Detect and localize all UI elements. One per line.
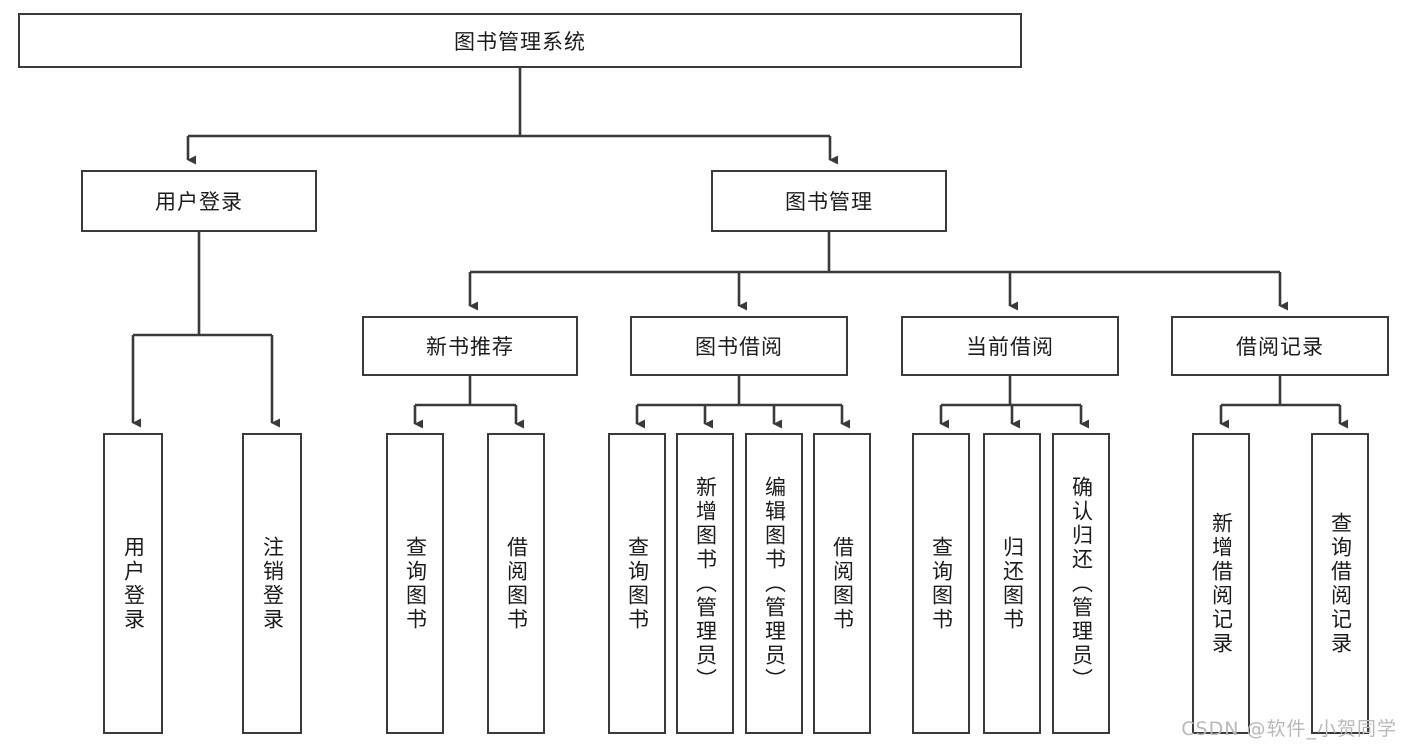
node-leaf-query-borrow-record[interactable]: 查询借阅记录: [1311, 433, 1369, 734]
node-leaf-query-book-3[interactable]: 查询图书: [912, 433, 970, 734]
node-new-book-recommend[interactable]: 新书推荐: [362, 316, 578, 376]
node-leaf-borrow-book-1[interactable]: 借阅图书: [487, 433, 545, 734]
node-leaf-add-borrow-record-label: 新增借阅记录: [1209, 511, 1234, 656]
node-new-book-recommend-label: 新书推荐: [426, 335, 514, 359]
node-leaf-logout[interactable]: 注销登录: [242, 433, 302, 734]
node-leaf-user-login[interactable]: 用户登录: [103, 433, 163, 734]
node-borrow-record[interactable]: 借阅记录: [1171, 316, 1389, 376]
node-leaf-logout-label: 注销登录: [260, 535, 285, 632]
node-leaf-confirm-return-admin-label: 确认归还（管理员）: [1069, 475, 1094, 692]
node-user-login-label: 用户登录: [155, 190, 243, 214]
node-leaf-add-borrow-record[interactable]: 新增借阅记录: [1192, 433, 1250, 734]
node-root-label: 图书管理系统: [454, 29, 586, 54]
node-leaf-edit-book-admin[interactable]: 编辑图书（管理员）: [745, 433, 803, 734]
node-book-manage[interactable]: 图书管理: [711, 170, 947, 232]
node-book-borrow-label: 图书借阅: [695, 335, 783, 359]
node-leaf-return-book[interactable]: 归还图书: [983, 433, 1041, 734]
node-leaf-user-login-label: 用户登录: [121, 535, 146, 632]
node-book-manage-label: 图书管理: [785, 190, 873, 214]
node-current-borrow-label: 当前借阅: [966, 335, 1054, 359]
node-leaf-return-book-label: 归还图书: [1000, 535, 1025, 632]
node-leaf-confirm-return-admin[interactable]: 确认归还（管理员）: [1052, 433, 1110, 734]
node-leaf-query-book-1[interactable]: 查询图书: [386, 433, 444, 734]
node-leaf-query-book-2[interactable]: 查询图书: [608, 433, 666, 734]
node-leaf-add-book-admin[interactable]: 新增图书（管理员）: [676, 433, 734, 734]
node-leaf-borrow-book-2-label: 借阅图书: [830, 535, 855, 632]
node-book-borrow[interactable]: 图书借阅: [630, 316, 848, 376]
node-leaf-query-book-2-label: 查询图书: [625, 535, 650, 632]
node-leaf-edit-book-admin-label: 编辑图书（管理员）: [762, 475, 787, 692]
node-leaf-add-book-admin-label: 新增图书（管理员）: [693, 475, 718, 692]
node-borrow-record-label: 借阅记录: [1236, 335, 1324, 359]
node-leaf-query-book-3-label: 查询图书: [929, 535, 954, 632]
node-leaf-borrow-book-1-label: 借阅图书: [504, 535, 529, 632]
node-root[interactable]: 图书管理系统: [18, 13, 1022, 68]
node-current-borrow[interactable]: 当前借阅: [901, 316, 1119, 376]
node-leaf-borrow-book-2[interactable]: 借阅图书: [813, 433, 871, 734]
node-user-login[interactable]: 用户登录: [81, 170, 317, 232]
node-leaf-query-book-1-label: 查询图书: [403, 535, 428, 632]
node-leaf-query-borrow-record-label: 查询借阅记录: [1328, 511, 1353, 656]
